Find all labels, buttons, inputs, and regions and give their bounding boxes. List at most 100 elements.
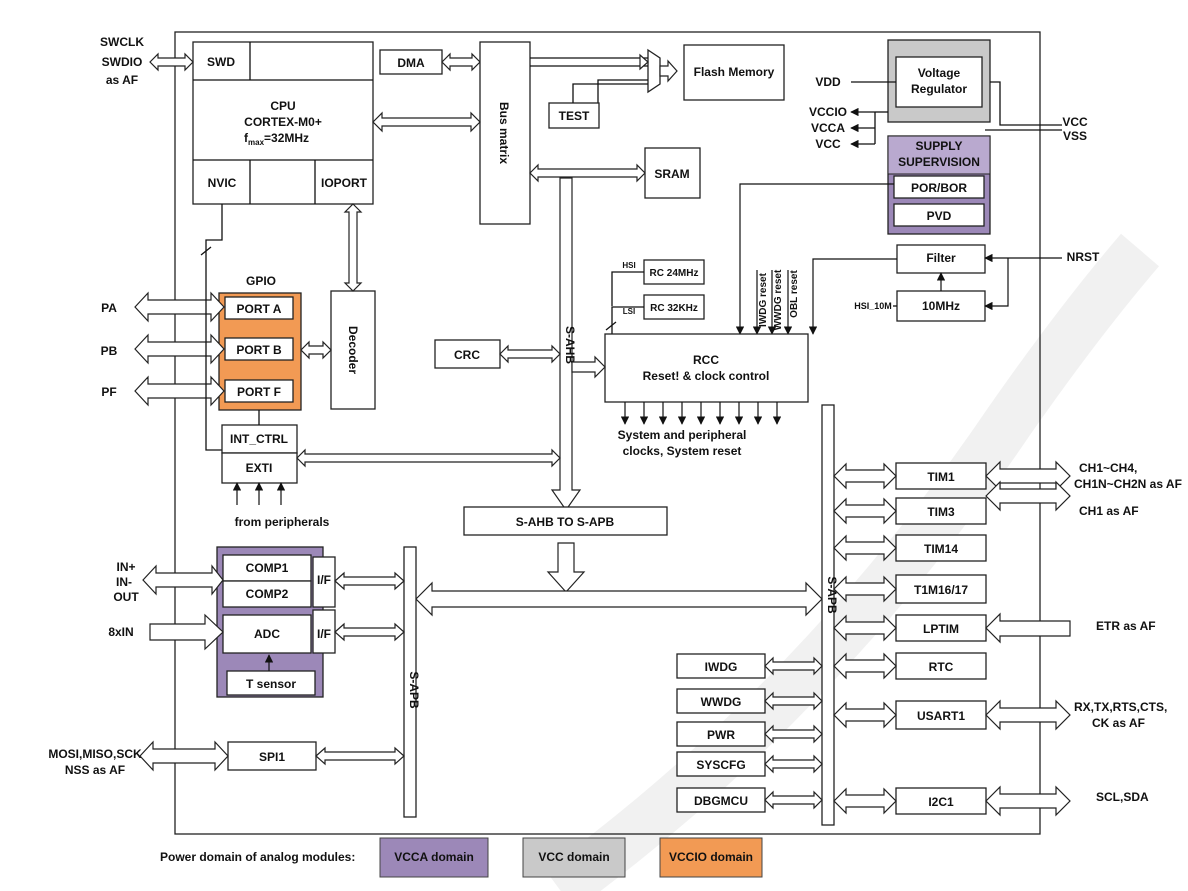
legend-vccio-swatch bbox=[659, 837, 763, 878]
int-ctrl-block bbox=[221, 424, 298, 454]
tim1-pins-2: CH1N~CH2N as AF bbox=[1074, 477, 1182, 491]
supply-supervision-label-1: SUPPLY bbox=[916, 139, 963, 153]
t-sensor-label: T sensor bbox=[246, 677, 296, 691]
supply-supervision-label-2: SUPERVISION bbox=[898, 155, 980, 169]
pin-vdd: VDD bbox=[815, 75, 841, 89]
sram-arrow bbox=[529, 163, 646, 183]
por-bor-label: POR/BOR bbox=[911, 181, 967, 195]
pin-vss: VSS bbox=[1063, 129, 1087, 143]
adc-pin-arrow bbox=[149, 613, 224, 651]
gpio-decoder-arrow bbox=[300, 340, 332, 360]
bus-matrix-block bbox=[479, 41, 531, 225]
rc24-block bbox=[643, 259, 705, 285]
usart1-pins-2: CK as AF bbox=[1092, 716, 1145, 730]
rtc-block bbox=[895, 652, 987, 680]
pin-in-minus: IN- bbox=[116, 575, 132, 589]
s-ahb-label: S-AHB bbox=[563, 326, 577, 364]
pf-arrow bbox=[134, 375, 225, 407]
obl-reset-label: OBL reset bbox=[789, 270, 800, 318]
lptim-pin-arrow bbox=[985, 612, 1071, 644]
swd-label: SWD bbox=[207, 55, 235, 69]
rcc-out-label-1: System and peripheral bbox=[618, 428, 747, 442]
ahb-to-apb-block bbox=[463, 506, 668, 536]
bridge-down-arrow bbox=[546, 542, 586, 593]
rcc-block bbox=[604, 333, 809, 403]
cpu-block bbox=[192, 41, 374, 205]
comp1-label: COMP1 bbox=[246, 561, 289, 575]
ahb-to-apb-label: S-AHB TO S-APB bbox=[516, 515, 615, 529]
from-peripherals-label: from peripherals bbox=[235, 515, 330, 529]
adc-block bbox=[222, 614, 312, 654]
legend-vccio-label: VCCIO domain bbox=[669, 850, 753, 864]
pin-pa: PA bbox=[101, 301, 117, 315]
flash-block bbox=[683, 44, 785, 101]
exti-arrow bbox=[296, 448, 561, 468]
cpu-bus-arrow bbox=[372, 111, 481, 133]
pin-vcc-left: VCC bbox=[815, 137, 841, 151]
s-apb-right-bus bbox=[821, 404, 835, 826]
s-apb-left-label: S-APB bbox=[407, 671, 421, 709]
lsi-label: LSI bbox=[623, 307, 635, 316]
legend-vcc-swatch bbox=[522, 837, 626, 878]
pwr-label: PWR bbox=[707, 728, 735, 742]
flash-label: Flash Memory bbox=[694, 65, 775, 79]
int-ctrl-label: INT_CTRL bbox=[230, 432, 288, 446]
fmax-label: fmax=32MHz bbox=[244, 131, 309, 147]
s-apb-right-label: S-APB bbox=[825, 576, 839, 614]
wwdg-label: WWDG bbox=[701, 695, 742, 709]
hsi10m-label: HSI_10M bbox=[854, 301, 892, 311]
tim3-pins: CH1 as AF bbox=[1079, 504, 1139, 518]
tim16-17-block bbox=[895, 574, 987, 604]
nvic-label: NVIC bbox=[208, 176, 237, 190]
pin-in-plus: IN+ bbox=[116, 560, 135, 574]
rcc-label-2: Reset! & clock control bbox=[643, 369, 770, 383]
lptim-pins: ETR as AF bbox=[1096, 619, 1156, 633]
from-peripherals-arrows bbox=[232, 482, 286, 505]
voltage-regulator-block bbox=[895, 56, 983, 108]
voltage-regulator-label-1: Voltage bbox=[918, 66, 961, 80]
lptim-block bbox=[895, 614, 987, 642]
adc-apb-arrow bbox=[334, 622, 405, 642]
pin-vcca: VCCA bbox=[811, 121, 845, 135]
dma-bus-arrow bbox=[441, 52, 481, 72]
pin-pf: PF bbox=[101, 385, 116, 399]
i2c1-pins: SCL,SDA bbox=[1096, 790, 1149, 804]
gpio-label: GPIO bbox=[246, 274, 276, 288]
usart1-label: USART1 bbox=[917, 709, 965, 723]
usart1-pins-1: RX,TX,RTS,CTS, bbox=[1074, 700, 1167, 714]
hsi-label: HSI bbox=[622, 261, 635, 270]
chip-outline bbox=[174, 31, 1041, 835]
s-apb-left-bus bbox=[403, 546, 417, 818]
flash-mux bbox=[647, 48, 661, 94]
tim1-pins-1: CH1~CH4, bbox=[1079, 461, 1137, 475]
crc-arrow bbox=[499, 344, 561, 364]
voltage-regulator-label-2: Regulator bbox=[911, 82, 967, 96]
right-apb-arrows bbox=[833, 462, 897, 815]
sram-label: SRAM bbox=[654, 167, 689, 181]
i2c1-label: I2C1 bbox=[928, 795, 954, 809]
t-sensor-block bbox=[226, 670, 316, 696]
crc-block bbox=[434, 339, 501, 369]
osc-10mhz-label: 10MHz bbox=[922, 299, 960, 313]
comp-pin-arrow bbox=[142, 564, 224, 596]
rcc-output-arrows bbox=[620, 402, 782, 425]
pvd-block bbox=[893, 203, 985, 227]
comp-apb-arrow bbox=[334, 571, 405, 591]
pin-out: OUT bbox=[113, 590, 139, 604]
comp-if-block bbox=[312, 556, 336, 608]
pin-vccio: VCCIO bbox=[809, 105, 847, 119]
comp2-block bbox=[222, 580, 312, 608]
pb-arrow bbox=[134, 333, 225, 365]
ioport-label: IOPORT bbox=[321, 176, 368, 190]
iwdg-block bbox=[676, 653, 766, 679]
pa-arrow bbox=[134, 291, 225, 323]
tim3-block bbox=[895, 497, 987, 525]
dma-label: DMA bbox=[397, 56, 425, 70]
spi-pin-arrow bbox=[139, 740, 229, 772]
rcc-label-1: RCC bbox=[693, 353, 719, 367]
sram-block bbox=[644, 147, 701, 199]
tim1-label: TIM1 bbox=[927, 470, 955, 484]
i2c1-pin-arrow bbox=[985, 785, 1071, 817]
pin-swdio-af: as AF bbox=[106, 73, 138, 87]
rtc-label: RTC bbox=[929, 660, 954, 674]
